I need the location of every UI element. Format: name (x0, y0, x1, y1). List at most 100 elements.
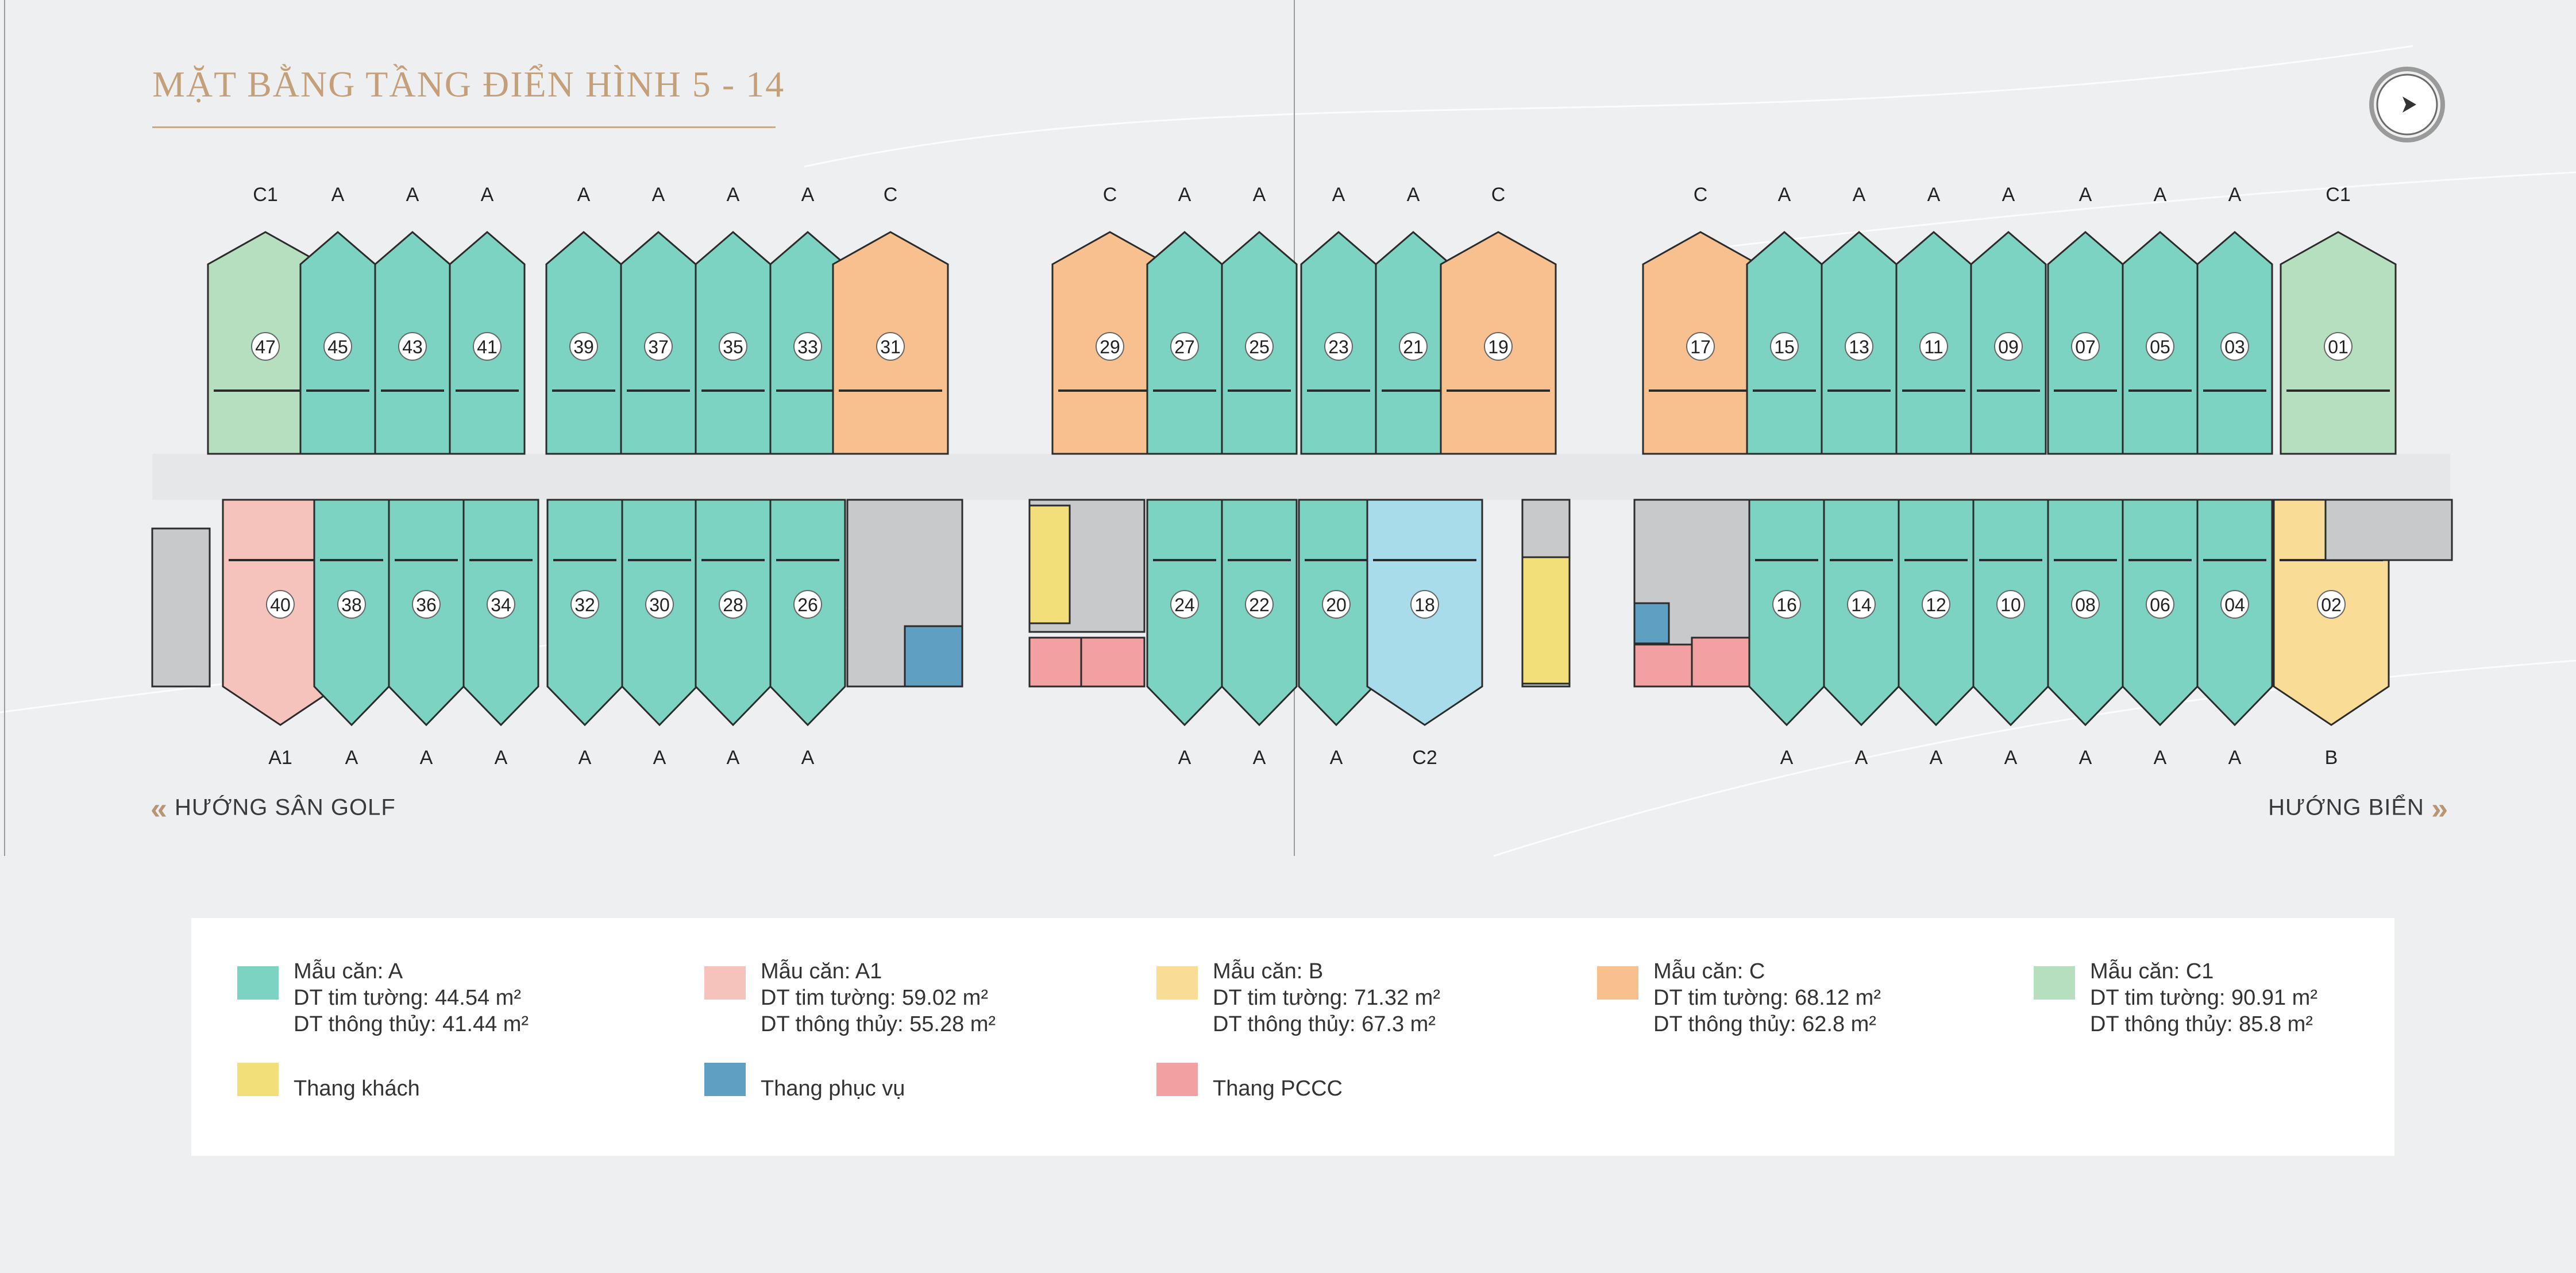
unit-type-label: A (420, 747, 433, 769)
unit-type-label: A (406, 184, 419, 206)
unit-number: 24 (1174, 595, 1195, 615)
unit-43: 43 (374, 231, 451, 455)
direction-golf-label: HƯỚNG SÂN GOLF (175, 794, 396, 820)
unit-03: 03 (2196, 231, 2273, 455)
unit-type-label: C (1491, 184, 1506, 206)
unit-type-label: A (652, 184, 665, 206)
unit-number-badge (793, 590, 822, 619)
unit-type-label: A (801, 184, 815, 206)
unit-type-label: C1 (2326, 184, 2350, 206)
unit-33: 33 (769, 231, 846, 455)
unit-06: 06 (2122, 499, 2199, 727)
unit-40: 40 (222, 499, 339, 726)
unit-number-badge (1686, 332, 1715, 361)
unit-number-badge (2071, 332, 2100, 361)
legend-type-name: Mẫu căn: A1 (761, 959, 882, 983)
legend-swatch-b (1156, 966, 1198, 1000)
unit-number: 06 (2150, 595, 2170, 615)
unit-number: 15 (1774, 337, 1795, 357)
unit-number-badge (1770, 332, 1799, 361)
unit-number: 11 (1924, 337, 1943, 357)
unit-number: 45 (327, 337, 348, 357)
service-lift-west (904, 625, 963, 688)
unit-number-badge (1170, 332, 1199, 361)
unit-19: 19 (1440, 231, 1557, 455)
unit-type-label: A (2154, 184, 2167, 206)
legend-lift-name: Thang khách (294, 1077, 420, 1101)
unit-25: 25 (1221, 231, 1298, 455)
unit-number: 22 (1249, 595, 1270, 615)
unit-number: 47 (255, 337, 276, 357)
unit-type-label: A (579, 747, 592, 769)
unit-number: 40 (270, 595, 291, 615)
unit-number-badge (1996, 590, 2025, 619)
unit-22: 22 (1221, 499, 1298, 727)
unit-number-badge (570, 590, 599, 619)
unit-number: 01 (2328, 337, 2349, 357)
unit-number: 26 (797, 595, 818, 615)
legend-swatch-a1 (704, 966, 746, 1000)
unit-number: 38 (341, 595, 362, 615)
unit-type-label: A (1780, 747, 1794, 769)
legend-net-area: DT thông thủy: 85.8 m² (2090, 1012, 2313, 1036)
unit-11: 11 (1895, 231, 1972, 455)
unit-number-badge (1170, 590, 1199, 619)
fire-lift-east-2 (1691, 636, 1750, 688)
double-chevron-left-icon: « (151, 792, 168, 825)
unit-number-badge (1245, 590, 1274, 619)
legend-wall-area: DT tim tường: 90.91 m² (2090, 986, 2317, 1010)
unit-number-badge (876, 332, 905, 361)
unit-number-badge (1324, 332, 1353, 361)
unit-number: 19 (1488, 337, 1509, 357)
unit-type-label: A (1332, 184, 1345, 206)
unit-type-label: A (1855, 747, 1868, 769)
unit-number-badge (473, 332, 502, 361)
unit-number: 33 (797, 337, 818, 357)
unit-number-badge (323, 332, 352, 361)
unit-number-badge (1919, 332, 1948, 361)
legend-swatch-a (237, 966, 279, 1000)
fire-lift-east (1633, 643, 1693, 688)
page-title: MẶT BẰNG TẦNG ĐIỂN HÌNH 5 - 14 (152, 64, 785, 105)
unit-number-badge (2146, 332, 2174, 361)
unit-type-label: A (1778, 184, 1791, 206)
unit-number-badge (2146, 590, 2174, 619)
unit-35: 35 (695, 231, 772, 455)
unit-28: 28 (695, 499, 772, 727)
unit-number: 05 (2150, 337, 2170, 357)
unit-12: 12 (1898, 499, 1975, 727)
unit-37: 37 (620, 231, 697, 455)
unit-type-label: A (1927, 184, 1941, 206)
unit-41: 41 (449, 231, 526, 455)
unit-13: 13 (1821, 231, 1898, 455)
legend-swatch-fire-lift (1156, 1063, 1198, 1096)
unit-number: 41 (477, 337, 498, 357)
unit-number: 07 (2075, 337, 2096, 357)
unit-type-label: A (577, 184, 591, 206)
unit-type-label: A (727, 747, 740, 769)
unit-number-badge (251, 332, 280, 361)
unit-05: 05 (2122, 231, 2199, 455)
unit-number-badge (719, 590, 747, 619)
unit-number-badge (569, 332, 598, 361)
unit-45: 45 (299, 231, 376, 455)
title-underline (152, 126, 776, 128)
unit-34: 34 (462, 499, 539, 727)
unit-number: 43 (402, 337, 423, 357)
legend-type-name: Mẫu căn: B (1213, 959, 1324, 983)
unit-08: 08 (2047, 499, 2124, 727)
compass-icon (2369, 67, 2445, 142)
guest-lift-middle (1028, 504, 1071, 624)
unit-38: 38 (313, 499, 390, 727)
unit-number: 02 (2321, 595, 2342, 615)
unit-number-badge (398, 332, 427, 361)
unit-number-badge (1772, 590, 1801, 619)
unit-type-label: A (2228, 184, 2242, 206)
unit-number: 09 (1998, 337, 2019, 357)
unit-type-label: A (1253, 184, 1266, 206)
double-chevron-right-icon: » (2431, 792, 2448, 825)
unit-number-badge (2324, 332, 2353, 361)
unit-18: 18 (1366, 499, 1483, 726)
